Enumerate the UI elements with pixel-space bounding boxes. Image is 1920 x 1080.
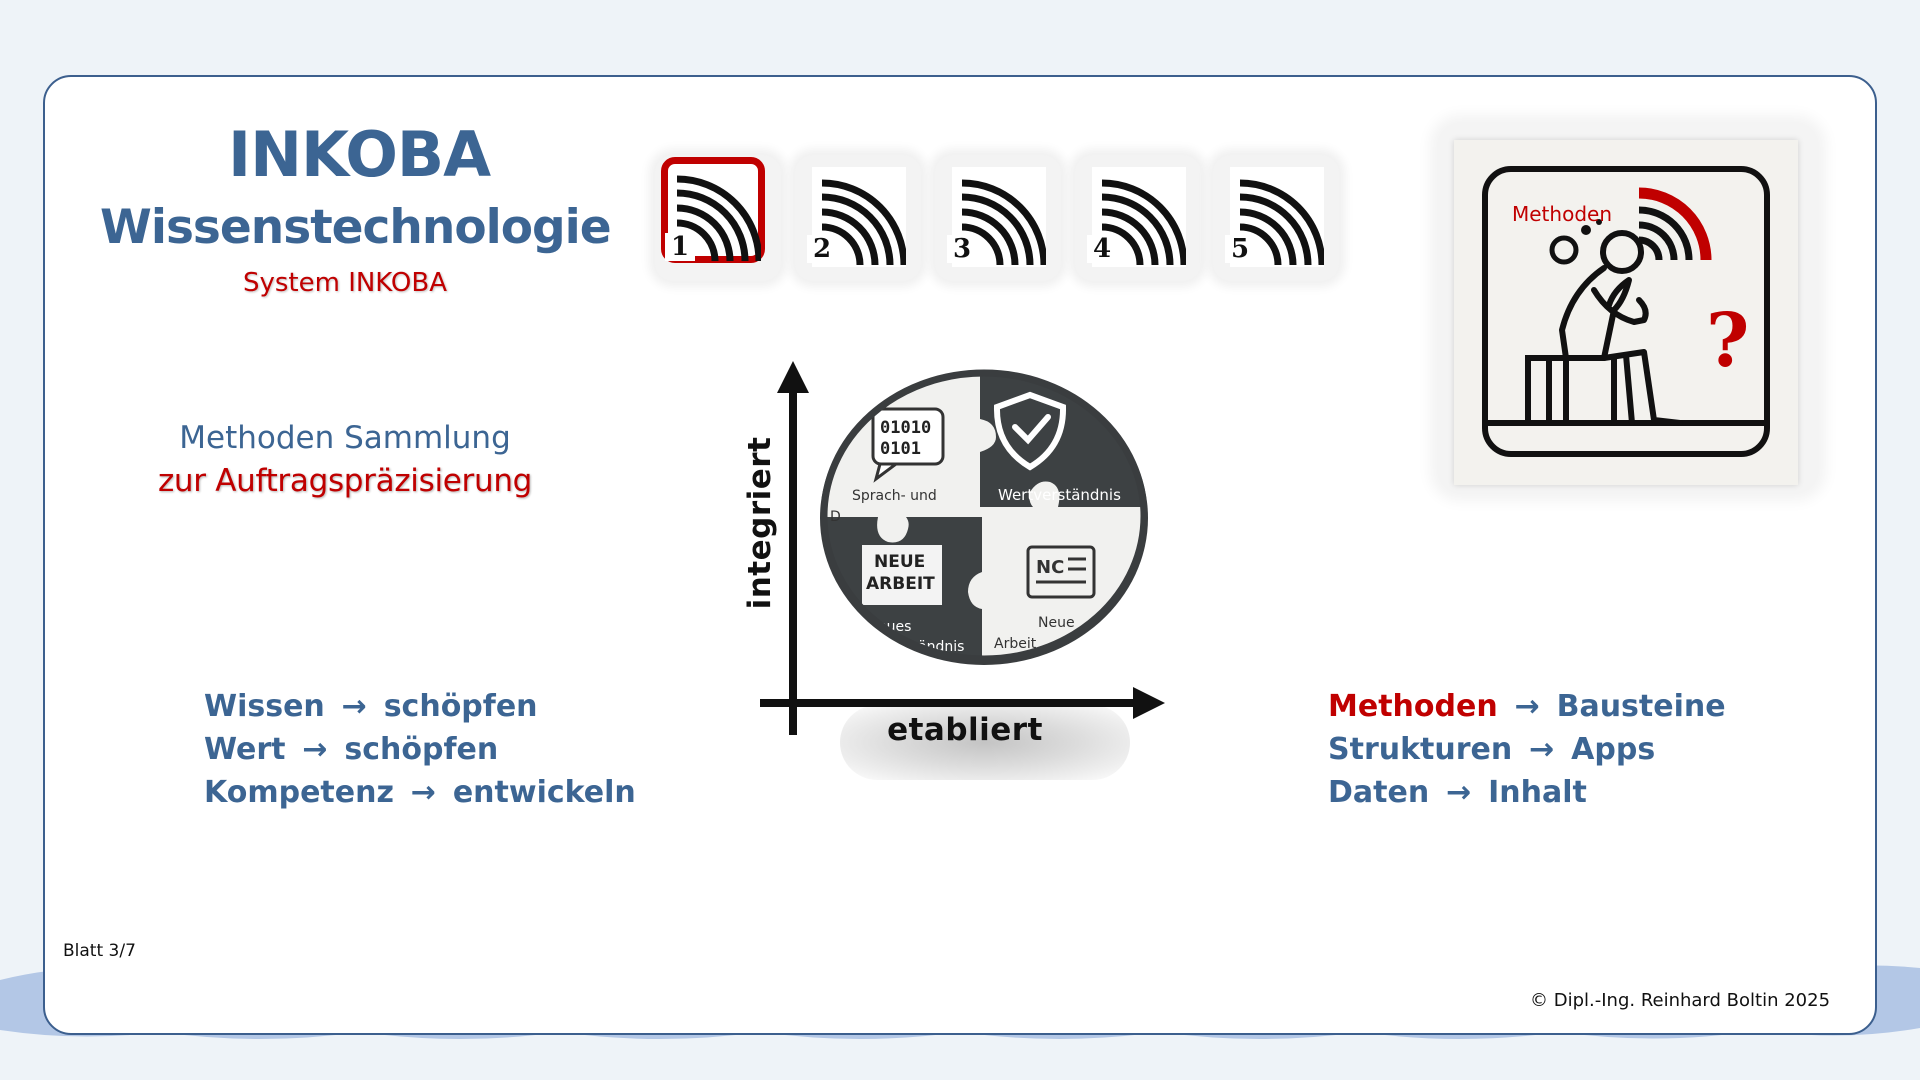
- piece-tl-caption-cut: D: [830, 509, 841, 525]
- thinker-frame: Methoden ?: [1438, 123, 1818, 493]
- signal-arcs-icon: [1101, 179, 1186, 266]
- page-title: INKOBA: [228, 118, 491, 191]
- arrow-right-icon: →: [1446, 775, 1472, 810]
- list-item: Wert → schöpfen: [204, 728, 636, 771]
- arrow-right-icon: →: [1514, 689, 1540, 724]
- tile-face: [952, 167, 1046, 267]
- tile-number: 5: [1225, 235, 1255, 263]
- nav-tile-4[interactable]: 4: [1075, 155, 1201, 281]
- copyright: © Dipl.-Ing. Reinhard Boltin 2025: [1530, 990, 1831, 1011]
- x-axis-label: etabliert: [887, 712, 1043, 748]
- left-list: Wissen → schöpfen Wert → schöpfen Kompet…: [204, 685, 636, 814]
- tile-number: 2: [807, 235, 837, 263]
- x-label-pill: [840, 705, 1130, 780]
- signal-arcs-icon: [961, 179, 1046, 266]
- page-number: Blatt 3/7: [63, 941, 136, 961]
- piece-tl-caption: Sprach- und: [852, 488, 937, 504]
- axes: [760, 361, 1165, 735]
- arrow-right-icon: →: [410, 775, 436, 810]
- list-item: Strukturen → Apps: [1328, 728, 1726, 771]
- thinker-illustration: Methoden ?: [1482, 166, 1770, 457]
- signal-arcs-icon: [1239, 179, 1324, 266]
- right-list: Methoden → Bausteine Strukturen → Apps D…: [1328, 685, 1726, 814]
- tile-number: 3: [947, 235, 977, 263]
- signal-arcs-icon: [821, 179, 906, 266]
- question-mark: ?: [1706, 298, 1749, 384]
- arrow-right-icon: →: [1529, 732, 1555, 767]
- list-item: Wissen → schöpfen: [204, 685, 636, 728]
- list-item: Methoden → Bausteine: [1328, 685, 1726, 728]
- arrow-right-icon: →: [302, 732, 328, 767]
- thinker-panel: Methoden ?: [1454, 140, 1798, 485]
- tile-number: 1: [665, 233, 695, 261]
- methods-subheading: zur Auftragspräzisierung: [157, 463, 533, 499]
- nav-tile-5[interactable]: 5: [1213, 155, 1339, 281]
- nav-tile-3[interactable]: 3: [935, 155, 1061, 281]
- binary-line-2: 0101: [880, 439, 921, 459]
- arrow-right-icon: →: [341, 689, 367, 724]
- piece-br-caption1: Neue: [1038, 615, 1075, 631]
- list-item: Daten → Inhalt: [1328, 771, 1726, 814]
- puzzle-circle: 01010 0101 Sprach- und D Wertverständnis…: [820, 369, 1148, 665]
- nav-tile-2[interactable]: 2: [795, 155, 921, 281]
- piece-br-caption2: Arbeit: [994, 636, 1037, 652]
- binary-line-1: 01010: [880, 418, 931, 438]
- system-label: System INKOBA: [242, 268, 448, 298]
- tile-number: 4: [1087, 235, 1117, 263]
- piece-br-icon-text: NC: [1036, 557, 1064, 578]
- piece-bl-line1: NEUE: [874, 552, 925, 572]
- piece-tr-caption: Wertverständnis: [998, 486, 1121, 504]
- methods-heading: Methoden Sammlung: [179, 420, 511, 456]
- piece-bl-line2: ARBEIT: [866, 574, 935, 594]
- nav-tile-1[interactable]: 1: [655, 155, 781, 281]
- tile-face: [812, 167, 906, 267]
- list-item: Kompetenz → entwickeln: [204, 771, 636, 814]
- page-subtitle: Wissenstechnologie: [100, 200, 612, 255]
- y-axis-label: integriert: [742, 436, 778, 610]
- signal-arcs-icon: [676, 175, 761, 262]
- tile-face: [1092, 167, 1186, 267]
- thinker-label: Methoden: [1512, 202, 1612, 226]
